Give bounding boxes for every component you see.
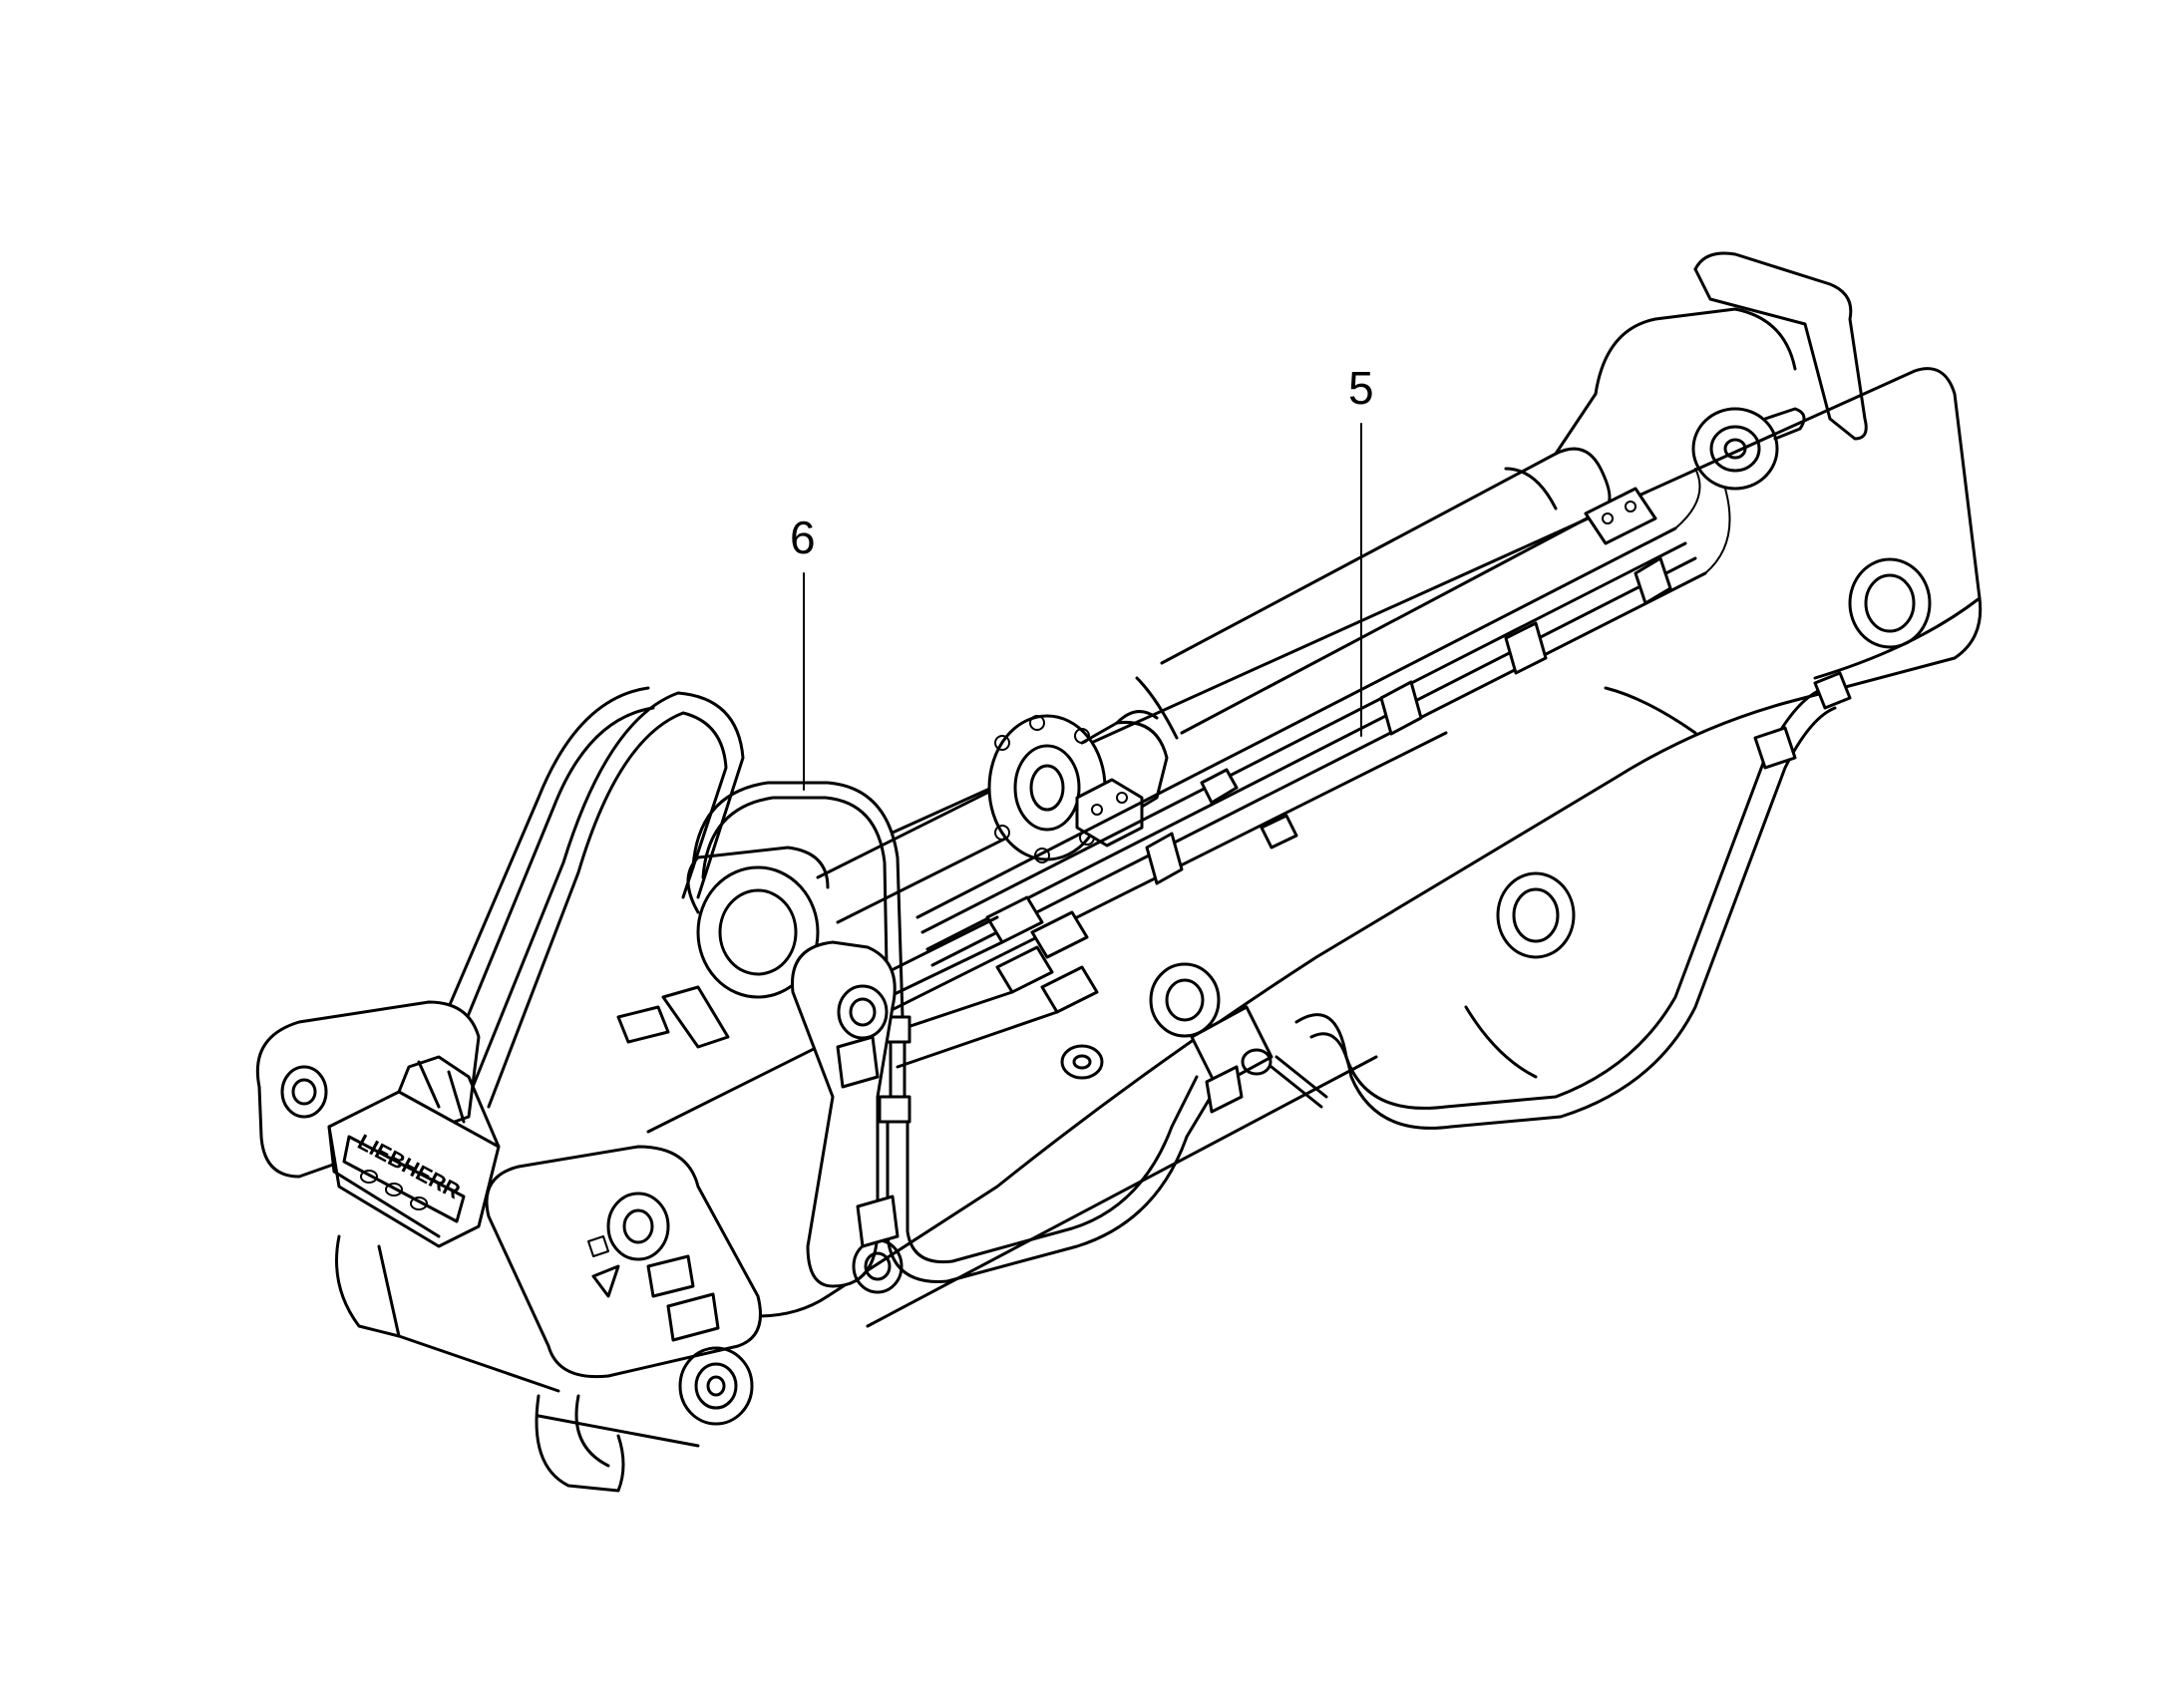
front-link <box>791 940 904 1294</box>
callout-6: 6 <box>790 512 816 791</box>
hydraulic-line-bundle <box>915 468 1731 967</box>
boom-hydraulic-cylinder <box>816 392 1612 924</box>
callout-5-label: 5 <box>1348 362 1374 414</box>
front-swivel <box>616 846 830 1049</box>
manifold-block: LIEBHERR <box>327 1055 501 1248</box>
front-hose-loops <box>417 686 745 1109</box>
rear-cylinder-mount <box>1594 251 1868 491</box>
ball-valve <box>1190 1005 1328 1114</box>
quick-coupler <box>255 1000 762 1493</box>
callout-5: 5 <box>1348 362 1374 737</box>
loop-hose <box>691 781 1219 1283</box>
long-return-hose <box>1294 671 1852 1130</box>
callout-6-label: 6 <box>790 512 816 563</box>
fitting-cluster <box>866 895 1099 1069</box>
